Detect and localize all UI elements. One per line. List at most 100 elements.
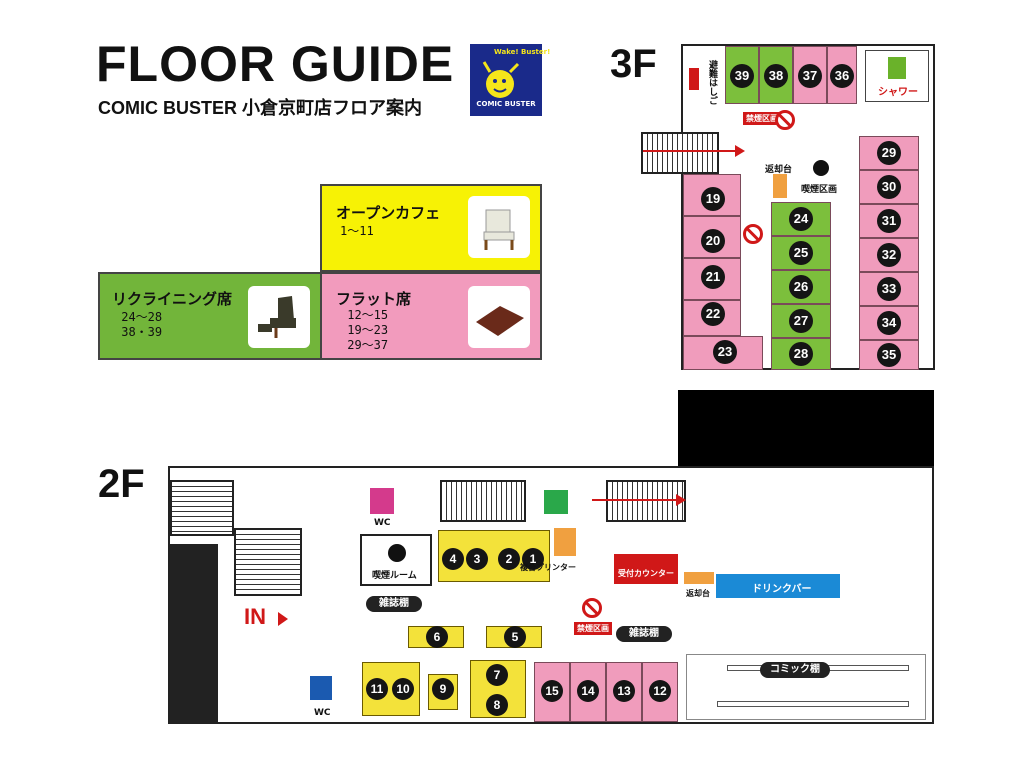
legend-cafe: オープンカフェ 1～11 — [320, 184, 542, 272]
no-smoking-icon — [775, 110, 795, 130]
seat-number: 10 — [392, 678, 414, 700]
drink-bar[interactable] — [716, 574, 840, 598]
seat-number: 2 — [498, 548, 520, 570]
legend-cafe-name: オープンカフェ — [336, 205, 441, 222]
seat-number: 14 — [577, 680, 599, 702]
entrance-label: IN — [244, 604, 266, 629]
magazine-shelf-2: 雑誌棚 — [616, 626, 672, 642]
entrance-arrow-icon — [278, 612, 288, 626]
wc-bottom-label: WC — [314, 708, 331, 718]
seat-number: 35 — [877, 343, 901, 367]
seat-number: 11 — [366, 678, 388, 700]
legend-recliner-name: リクライニング席 — [112, 291, 233, 308]
smoking-icon — [813, 160, 829, 176]
printer-label: 複合プリンター — [520, 563, 576, 572]
shower-label: シャワー — [878, 87, 918, 98]
stairs-left-mid — [234, 528, 302, 596]
seat-number: 7 — [486, 664, 508, 686]
wall-block — [170, 544, 218, 724]
seat-number: 31 — [877, 209, 901, 233]
seat-number: 19 — [701, 187, 725, 211]
floor-2f-map: IN WC 喫煙ルーム 雑誌棚 4 3 2 1 複合プリンター 受付カウンター … — [168, 466, 934, 724]
seat-number: 28 — [789, 342, 813, 366]
mascot-icon — [482, 61, 520, 98]
seat-number: 39 — [730, 64, 754, 88]
flat-mat-icon — [468, 286, 530, 348]
seat-number: 21 — [701, 265, 725, 289]
comic-shelf-label: コミック棚 — [760, 662, 830, 678]
return-counter — [773, 174, 787, 198]
return-label: 返却台 — [686, 589, 710, 598]
seat-14[interactable] — [570, 662, 606, 722]
seat-number: 5 — [504, 626, 526, 648]
seat-number: 1 — [522, 548, 544, 570]
seat-number: 9 — [432, 678, 454, 700]
seat-number: 37 — [798, 64, 822, 88]
seat-number: 22 — [701, 302, 725, 326]
shower-icon — [888, 57, 906, 79]
seat-number: 34 — [877, 311, 901, 335]
stairs — [641, 132, 719, 174]
seat-number: 32 — [877, 243, 901, 267]
return-label: 返却台 — [765, 165, 793, 175]
wc-top-label: WC — [374, 518, 391, 528]
wc-female-icon — [370, 488, 394, 514]
reception-counter[interactable] — [614, 554, 678, 584]
stairs-top — [440, 480, 526, 522]
seat-number: 33 — [877, 277, 901, 301]
seat-number: 24 — [789, 207, 813, 231]
floor-3f-map: 避難はしご 39 38 37 36 シャワー 禁煙区画 返却台 喫煙区画 19 … — [641, 44, 935, 370]
stairs-top-right — [606, 480, 686, 522]
seat-number: 6 — [426, 626, 448, 648]
logo-tagline: Wake! Buster! — [494, 48, 551, 56]
seat-number: 12 — [649, 680, 671, 702]
arrow-right-icon — [676, 494, 686, 506]
seat-number: 23 — [713, 340, 737, 364]
seat-number: 25 — [789, 241, 813, 265]
legend-cafe-range: 1～11 — [340, 224, 374, 238]
no-smoking-label: 禁煙区画 — [574, 622, 612, 635]
seat-number: 36 — [830, 64, 854, 88]
floor-label-2f: 2F — [98, 462, 145, 506]
ladder-marker — [689, 68, 699, 90]
seat-number: 30 — [877, 175, 901, 199]
no-smoking-label: 禁煙区画 — [743, 112, 781, 125]
seat-number: 8 — [486, 694, 508, 716]
floor-label-3f: 3F — [610, 42, 657, 86]
recliner-icon — [248, 286, 310, 348]
emergency-exit-icon — [544, 490, 568, 514]
legend-flat-name: フラット席 — [336, 291, 412, 308]
page-title: FLOOR GUIDE — [96, 36, 455, 92]
arrow-right-icon — [735, 145, 745, 157]
seat-number: 26 — [789, 275, 813, 299]
smoking-room-label: 喫煙ルーム — [372, 571, 417, 581]
seat-number: 4 — [442, 548, 464, 570]
legend-flat-range: 12～15 19～23 29～37 — [347, 308, 389, 352]
wc-male-icon — [310, 676, 332, 700]
smoking-icon — [388, 544, 406, 562]
no-smoking-icon-2 — [743, 224, 763, 244]
smoking-label: 喫煙区画 — [801, 185, 838, 195]
seat-number: 15 — [541, 680, 563, 702]
shower-room: シャワー — [865, 50, 929, 102]
stairs-left-top — [170, 480, 234, 536]
seat-number: 38 — [764, 64, 788, 88]
legend-recliner-range: 24～28 38・39 — [121, 310, 163, 339]
smoking-room: 喫煙ルーム — [360, 534, 432, 586]
drink-bar-label: ドリンクバー — [752, 584, 812, 595]
reception-label: 受付カウンター — [618, 569, 674, 578]
ladder-label: 避難はしご — [707, 60, 717, 105]
page-subtitle: COMIC BUSTER 小倉京町店フロア案内 — [98, 98, 422, 118]
seat-number: 27 — [789, 309, 813, 333]
shelf — [717, 701, 909, 707]
comic-buster-logo — [470, 44, 542, 116]
seat-number: 13 — [613, 680, 635, 702]
seat-number: 29 — [877, 141, 901, 165]
magazine-shelf-1: 雑誌棚 — [366, 596, 422, 612]
seat-number: 3 — [466, 548, 488, 570]
legend-recliner: リクライニング席 24～28 38・39 — [98, 272, 322, 360]
printer-icon — [554, 528, 576, 556]
seat-13[interactable] — [606, 662, 642, 722]
arrow-line — [643, 150, 739, 152]
no-smoking-icon — [582, 598, 602, 618]
